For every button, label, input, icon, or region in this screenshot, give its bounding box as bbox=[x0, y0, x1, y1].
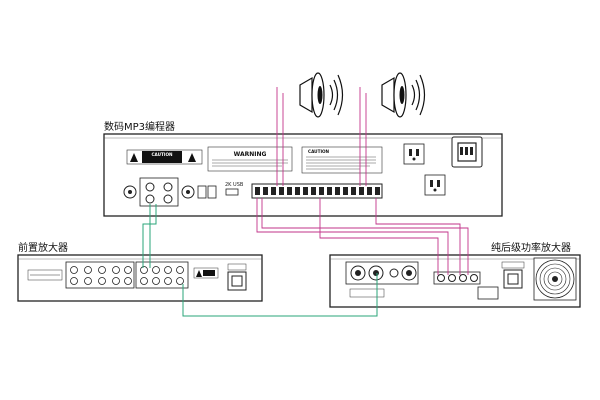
rca-connectors bbox=[123, 177, 195, 207]
power-amp-title: 纯后级功率放大器 bbox=[491, 241, 571, 254]
speaker-right bbox=[381, 72, 426, 118]
caution-block-title: CAUTION bbox=[308, 149, 330, 154]
audio-wires bbox=[142, 204, 378, 317]
caution-block: CAUTION bbox=[301, 146, 383, 174]
warning-label: WARNING bbox=[207, 146, 293, 172]
usb-label: 2K USB bbox=[225, 182, 244, 188]
usb-port bbox=[225, 188, 239, 196]
warning-text: WARNING bbox=[234, 151, 267, 158]
caution-label: CAUTION bbox=[126, 149, 203, 165]
sound-wave-icon bbox=[329, 74, 344, 116]
mp3-encoder-device: CAUTION WARNING CAUTION bbox=[103, 133, 503, 217]
preamp-device bbox=[17, 254, 263, 302]
mp3-encoder-title: 数码MP3编程器 bbox=[104, 120, 175, 133]
output-rca-panel bbox=[135, 261, 189, 289]
speaker-icon bbox=[381, 72, 407, 118]
power-socket-icon bbox=[501, 261, 525, 289]
power-socket-icon bbox=[403, 143, 425, 165]
power-socket-icon bbox=[424, 174, 446, 196]
preamp-title: 前置放大器 bbox=[18, 241, 68, 254]
xlr-connector-icon bbox=[345, 261, 419, 285]
warning-triangle-icon bbox=[130, 153, 138, 162]
speaker-terminals bbox=[433, 271, 481, 285]
speaker-icon bbox=[299, 72, 325, 118]
power-amp-device bbox=[329, 254, 581, 308]
fan-icon bbox=[533, 257, 577, 301]
terminal-strip bbox=[251, 183, 383, 199]
sound-wave-icon bbox=[411, 74, 426, 116]
caution-text: CAUTION bbox=[151, 152, 173, 157]
power-socket-icon bbox=[451, 136, 483, 168]
speaker-wires bbox=[256, 87, 469, 275]
power-socket-icon bbox=[227, 263, 247, 291]
input-rca-panel bbox=[65, 261, 135, 289]
warning-triangle-icon bbox=[193, 267, 219, 279]
warning-triangle-icon bbox=[188, 153, 196, 162]
speaker-left bbox=[299, 72, 344, 118]
